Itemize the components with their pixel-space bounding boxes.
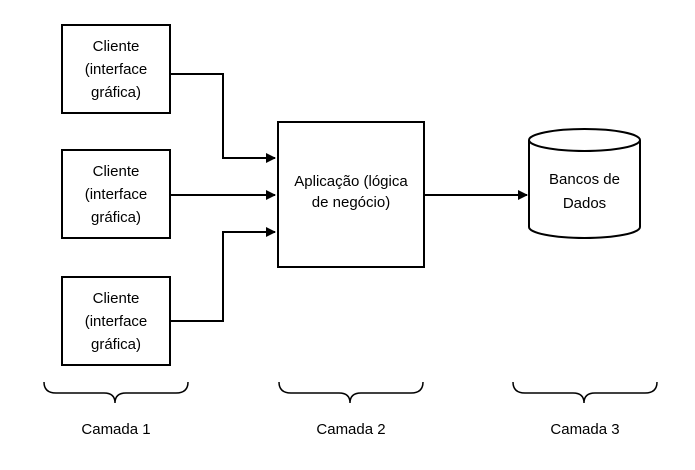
client-label-line2: (interface: [84, 60, 148, 78]
client-label-line1: Cliente: [92, 289, 140, 307]
client-label-line3: gráfica): [90, 208, 142, 226]
client-box-3: Cliente (interface gráfica): [61, 276, 171, 366]
client-label-line2: (interface: [84, 312, 148, 330]
layer-label-2: Camada 2: [316, 421, 386, 438]
database-label-line1: Bancos de: [549, 171, 620, 188]
client-box-1: Cliente (interface gráfica): [61, 24, 171, 114]
layer-label-1: Camada 1: [81, 421, 151, 438]
layer3-brace: [512, 381, 658, 404]
client-label-line3: gráfica): [90, 83, 142, 101]
connector-client3-app: [171, 227, 276, 322]
database-label-line2: Dados: [562, 195, 607, 212]
connector-client1-app: [171, 73, 276, 163]
application-label-line2: de negócio): [311, 193, 391, 211]
layer1-brace: [43, 381, 189, 404]
client-box-2: Cliente (interface gráfica): [61, 149, 171, 239]
client-label-line3: gráfica): [90, 335, 142, 353]
application-box: Aplicação (lógica de negócio): [277, 121, 425, 268]
database-cylinder: [528, 128, 641, 239]
client-label-line1: Cliente: [92, 162, 140, 180]
layer2-brace: [278, 381, 424, 404]
client-label-line1: Cliente: [92, 37, 140, 55]
database-label: Bancos de Dados: [529, 168, 640, 216]
client-label-line2: (interface: [84, 185, 148, 203]
layer-label-3: Camada 3: [550, 421, 620, 438]
application-label-line1: Aplicação (lógica: [294, 172, 408, 190]
